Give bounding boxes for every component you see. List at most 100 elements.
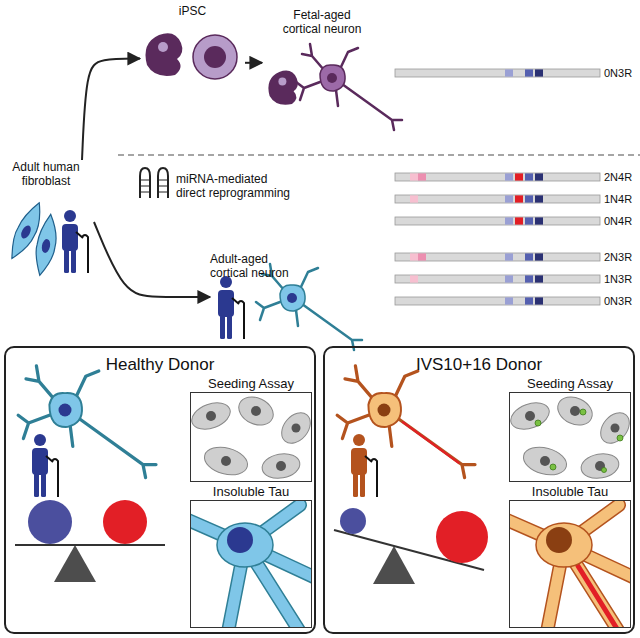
illustration-part: [191, 393, 311, 481]
illustration-part: [617, 435, 623, 441]
domain-segment: [535, 253, 543, 260]
illustration-part: [62, 210, 88, 273]
illustration-part: [191, 505, 311, 627]
illustration-part: [118, 154, 640, 156]
illustration-part: [373, 546, 415, 584]
illustration-part: [227, 527, 253, 553]
arrow-connector: [82, 59, 140, 160]
image-panel: Seeding Assay: [190, 376, 312, 482]
illustration-part: [217, 523, 273, 567]
isoform-bar: [395, 173, 600, 181]
illustration-part: [536, 523, 592, 567]
isoform-bar: [395, 275, 600, 283]
illustration-part: [535, 420, 541, 426]
domain-segment: [525, 195, 533, 202]
isoform-bar: [395, 69, 600, 77]
panel-title: IVS10+16 Donor: [325, 355, 633, 375]
image-panel: Seeding Assay: [509, 376, 631, 482]
illustration-part: [146, 33, 183, 76]
illustration-part: [268, 71, 297, 105]
domain-segment: [535, 217, 543, 224]
domain-segment: [525, 173, 533, 180]
domain-segment: [505, 217, 513, 224]
domain-segment: [505, 275, 513, 282]
illustration-part: [436, 511, 488, 563]
isoform-bar: [395, 297, 600, 305]
domain-segment: [515, 195, 523, 202]
domain-segment: [535, 275, 543, 282]
edge-label: miRNA-mediated direct reprogramming: [176, 172, 300, 200]
illustration-part: [296, 44, 402, 130]
illustration-part: [191, 505, 311, 627]
illustration-part: [578, 566, 619, 627]
arrow-connector: [94, 222, 210, 297]
domain-segment: [505, 173, 513, 180]
illustration-part: [340, 508, 366, 534]
illustration-part: [15, 544, 165, 546]
domain-segment: [505, 297, 513, 304]
domain-segment: [418, 173, 426, 180]
illustration-part: [28, 500, 72, 544]
domain-segment: [525, 297, 533, 304]
illustration-part: [218, 276, 244, 339]
domain-segment: [505, 69, 513, 76]
isoform-label: 2N4R: [604, 171, 632, 183]
isoform-label: 0N4R: [604, 215, 632, 227]
image-panel: Insoluble Tau: [190, 484, 312, 628]
domain-segment: [535, 173, 543, 180]
illustration-group: Adult-aged cortical neuron: [210, 252, 375, 352]
stage-label: iPSC: [140, 4, 245, 18]
illustration-part: [54, 545, 96, 582]
stage-label: Adult human fibroblast: [0, 160, 92, 188]
illustration-part: [395, 69, 600, 305]
image-frame: [509, 392, 631, 482]
donor-panel: Healthy DonorSeeding AssayInsoluble Tau: [4, 346, 316, 634]
image-title: Seeding Assay: [190, 376, 312, 392]
illustration-part: [510, 393, 630, 481]
domain-segment: [525, 275, 533, 282]
illustration-part: [510, 393, 630, 481]
domain-segment: [410, 253, 418, 260]
image-panel: Insoluble Tau: [509, 484, 631, 628]
image-title: Insoluble Tau: [509, 484, 631, 500]
illustration-part: [510, 505, 630, 627]
illustration-part: [140, 180, 150, 192]
domain-segment: [525, 217, 533, 224]
domain-segment: [525, 69, 533, 76]
illustration-part: [32, 434, 58, 497]
isoform-label: 1N3R: [604, 273, 632, 285]
illustration-part: [204, 46, 226, 68]
domain-segment: [505, 195, 513, 202]
illustration-part: [535, 409, 623, 473]
stage-label: Fetal-aged cortical neuron: [276, 8, 368, 36]
isoform-bar: [395, 253, 600, 261]
domain-segment: [418, 253, 426, 260]
isoform-label: 1N4R: [604, 193, 632, 205]
illustration-part: [191, 505, 311, 627]
domain-segment: [515, 217, 523, 224]
illustration-part: [103, 500, 147, 544]
illustration-part: [140, 168, 150, 198]
isoform-label: 0N3R: [604, 295, 632, 307]
illustration-part: [602, 468, 607, 473]
illustration-part: [402, 422, 459, 464]
illustration-part: [193, 35, 237, 79]
illustration-part: [191, 393, 311, 481]
domain-segment: [535, 69, 543, 76]
domain-segment: [410, 173, 418, 180]
isoform-label: 0N3R: [604, 67, 632, 79]
domain-segment: [535, 195, 543, 202]
illustration-part: [510, 505, 630, 627]
illustration-part: [140, 168, 168, 198]
domain-segment: [410, 275, 418, 282]
illustration-part: [351, 434, 377, 497]
illustration-part: [158, 180, 168, 192]
illustration-part: [158, 168, 168, 198]
stage-label: Adult-aged cortical neuron: [210, 252, 302, 280]
panel-title: Healthy Donor: [6, 355, 314, 375]
image-frame: [190, 392, 312, 482]
image-frame: [190, 500, 312, 628]
donor-panel: IVS10+16 DonorSeeding AssayInsoluble Tau: [323, 346, 635, 634]
